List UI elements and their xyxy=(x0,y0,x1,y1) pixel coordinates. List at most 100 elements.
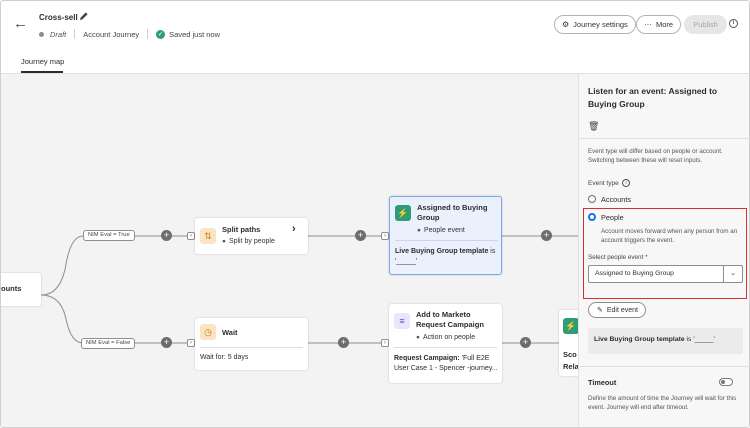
add-node-button[interactable]: + xyxy=(338,337,349,348)
marketo-node-body: Request Campaign: 'Full E2E User Case 1 … xyxy=(394,354,500,374)
settings-gear-icon: ⚙ xyxy=(562,20,570,29)
journey-meta: Draft Account Journey ✓ Saved just now xyxy=(39,29,220,39)
connector-arrow-icon: › xyxy=(187,339,195,347)
event-type-help: Event type will differ based on people o… xyxy=(588,148,723,164)
wait-node-title: Wait xyxy=(222,328,238,337)
journey-type: Account Journey xyxy=(83,29,140,39)
connector-arrow-icon: › xyxy=(187,232,195,240)
event-type-label: Event type xyxy=(588,180,619,187)
timeout-description: Define the amount of time the Journey wi… xyxy=(588,395,737,411)
condition-value: is '_____' xyxy=(684,336,715,343)
person-icon: ● xyxy=(417,227,421,234)
journey-header: ← Cross-sell Draft Account Journey ✓ Sav… xyxy=(1,1,749,74)
tab-journey-map[interactable]: Journey map xyxy=(21,57,65,66)
event-condition-summary: Live Buying Group template is '_____' xyxy=(588,328,743,354)
divider xyxy=(395,240,498,241)
radio-people[interactable] xyxy=(588,213,596,221)
add-node-button[interactable]: + xyxy=(520,337,531,348)
marketo-action-node[interactable]: ≡ Add to Marketo Request Campaign ● Acti… xyxy=(389,304,502,383)
partial-node[interactable]: ⚡ Sco Rela xyxy=(559,310,578,376)
add-node-button[interactable]: + xyxy=(161,230,172,241)
journey-settings-button[interactable]: ⚙ Journey settings xyxy=(554,15,636,34)
chevron-down-icon[interactable]: ⌄ xyxy=(723,266,742,282)
split-icon: ⇅ xyxy=(200,228,216,244)
edit-event-button[interactable]: ✎ Edit event xyxy=(588,302,646,318)
split-paths-node[interactable]: ⇅ Split paths ● Split by people › xyxy=(195,218,308,254)
select-value: Assigned to Buying Group xyxy=(595,270,674,277)
more-label: More xyxy=(656,20,674,29)
marketo-node-subtitle: ● Action on people xyxy=(416,334,475,341)
clock-icon: ◷ xyxy=(200,324,216,340)
status-label: Draft xyxy=(50,29,67,39)
connector-arrow-icon: › xyxy=(381,232,389,240)
start-node[interactable]: ounts xyxy=(1,273,41,306)
people-event-select[interactable]: Assigned to Buying Group ⌄ xyxy=(588,265,743,283)
panel-title: Listen for an event: Assigned to Buying … xyxy=(588,86,718,109)
info-icon[interactable]: i xyxy=(729,19,738,28)
select-people-event-label: Select people event * xyxy=(588,254,648,261)
select-label-text: Select people event xyxy=(588,254,644,261)
divider xyxy=(579,138,749,139)
save-status: Saved just now xyxy=(169,29,221,39)
add-node-button[interactable]: + xyxy=(161,337,172,348)
trash-icon[interactable]: 🗑 xyxy=(588,121,600,131)
event-node-condition: Live Buying Group template is '_____' xyxy=(395,247,499,267)
required-asterisk-icon: * xyxy=(645,254,648,261)
radio-accounts-label[interactable]: Accounts xyxy=(601,195,632,204)
split-node-subtitle: ● Split by people xyxy=(222,238,275,245)
checkmark-icon: ✓ xyxy=(156,29,166,39)
event-condition-operator: is xyxy=(488,248,496,255)
radio-people-label[interactable]: People xyxy=(601,213,624,222)
marketo-node-subtitle-text: Action on people xyxy=(422,334,476,341)
event-condition-value: '_____' xyxy=(395,258,418,265)
marketo-body-label: Request Campaign: xyxy=(394,355,460,362)
lightning-icon: ⚡ xyxy=(395,205,411,221)
people-description: Account moves forward when any person fr… xyxy=(601,228,738,244)
add-node-button[interactable]: + xyxy=(541,230,552,241)
lightning-icon: ⚡ xyxy=(563,318,578,334)
back-arrow-icon[interactable]: ← xyxy=(13,15,28,32)
timeout-label: Timeout xyxy=(588,378,617,387)
chevron-right-icon[interactable]: › xyxy=(292,223,296,235)
start-node-label: ounts xyxy=(1,284,22,293)
divider xyxy=(74,29,76,39)
wait-node-body: Wait for: 5 days xyxy=(200,354,249,361)
person-icon: ● xyxy=(222,238,226,245)
connector-arrow-icon: › xyxy=(381,339,389,347)
partial-node-title-2: Rela xyxy=(563,362,578,371)
edge-label-true[interactable]: NIM Eval = True xyxy=(83,230,135,241)
more-button[interactable]: ··· More xyxy=(636,15,682,34)
list-add-icon: ≡ xyxy=(394,313,410,329)
pencil-icon[interactable] xyxy=(79,11,89,21)
divider xyxy=(200,347,303,348)
info-icon[interactable]: i xyxy=(622,179,630,187)
event-properties-panel: Listen for an event: Assigned to Buying … xyxy=(578,74,749,427)
journey-canvas[interactable]: ounts NIM Eval = True NIM Eval = False +… xyxy=(1,74,578,427)
split-node-title: Split paths xyxy=(222,225,261,234)
radio-accounts[interactable] xyxy=(588,195,596,203)
marketo-body-value: 'Full E2E User Case 1 - Spencer -journey… xyxy=(394,355,498,372)
partial-node-title: Sco xyxy=(563,350,577,359)
journey-settings-label: Journey settings xyxy=(573,20,628,29)
divider xyxy=(147,29,149,39)
marketo-node-title: Add to Marketo Request Campaign xyxy=(416,310,484,329)
active-tab-indicator xyxy=(21,71,63,73)
event-condition-field: Live Buying Group template xyxy=(395,248,489,255)
edge-label-false[interactable]: NIM Eval = False xyxy=(81,338,136,349)
publish-button[interactable]: Publish xyxy=(684,15,727,34)
pencil-icon: ✎ xyxy=(597,307,603,314)
event-node-selected[interactable]: ⚡ Assigned to Buying Group ● People even… xyxy=(389,196,502,275)
timeout-toggle[interactable] xyxy=(719,378,733,386)
person-icon: ● xyxy=(416,334,420,341)
split-node-subtitle-text: Split by people xyxy=(228,238,275,245)
divider xyxy=(394,347,497,348)
divider xyxy=(579,366,749,367)
wait-node[interactable]: ◷ Wait Wait for: 5 days xyxy=(195,318,308,370)
add-node-button[interactable]: + xyxy=(355,230,366,241)
more-dots-icon: ··· xyxy=(644,20,652,29)
event-node-subtitle-text: People event xyxy=(423,227,465,234)
event-node-subtitle: ● People event xyxy=(417,227,465,234)
status-dot-icon xyxy=(39,31,44,37)
edit-event-label: Edit event xyxy=(606,306,639,314)
